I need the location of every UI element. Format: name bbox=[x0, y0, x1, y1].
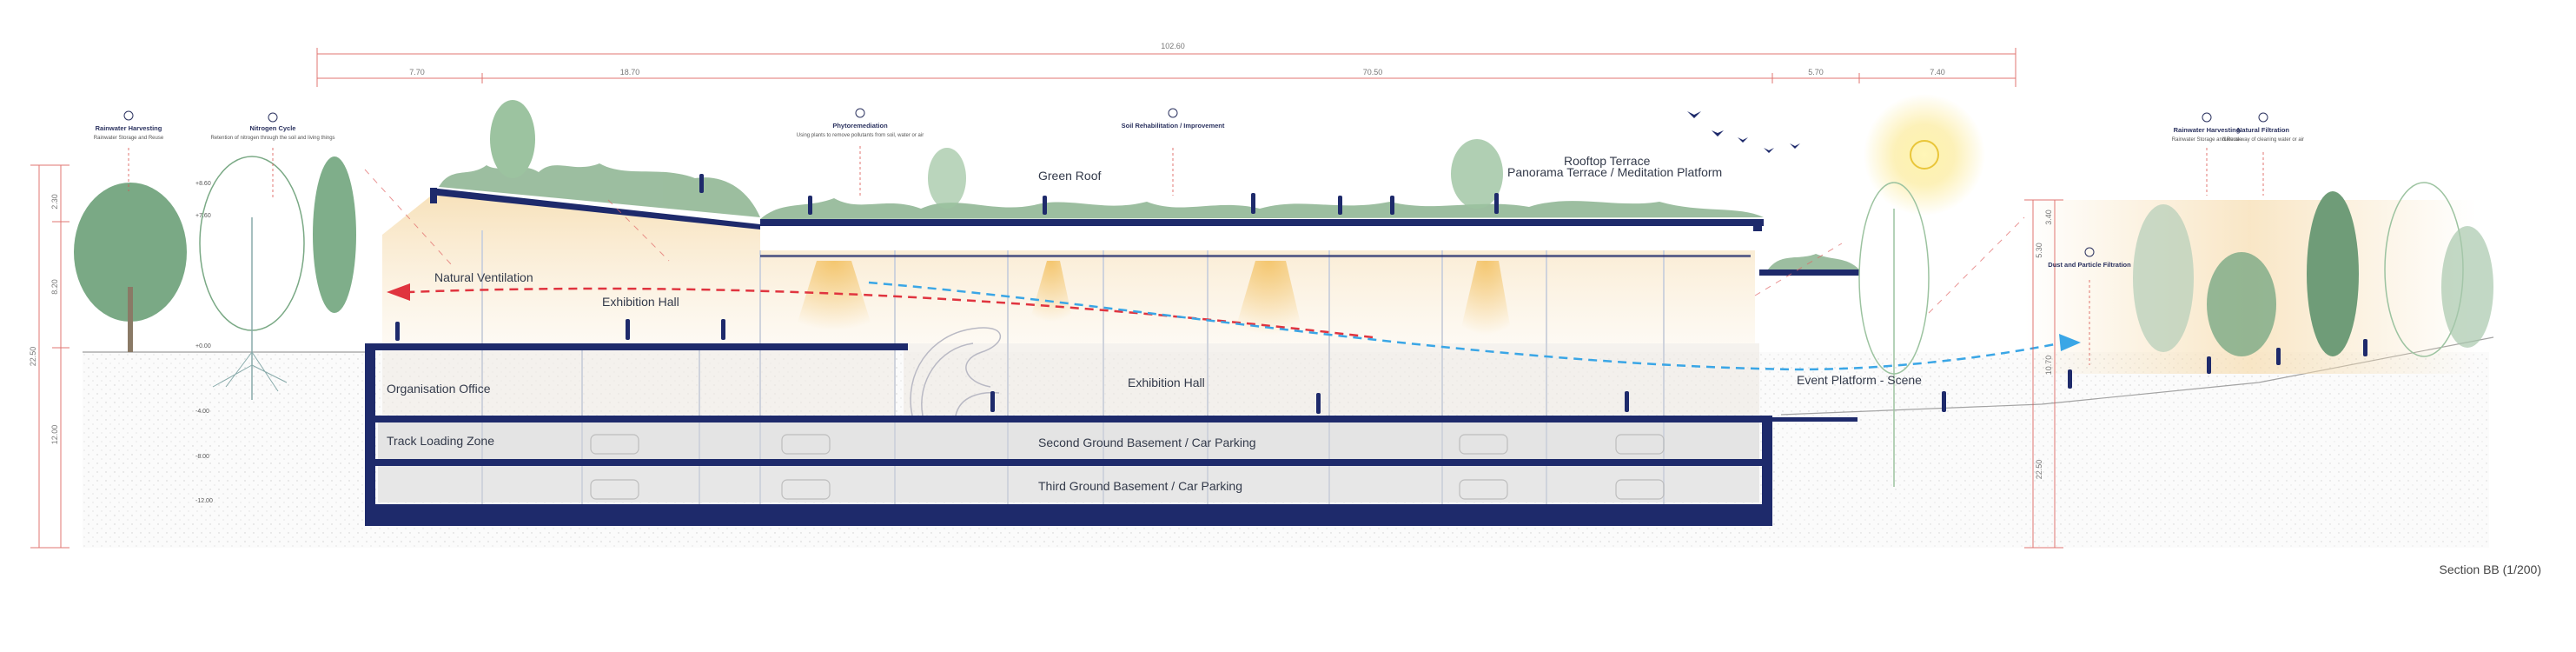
sun bbox=[1864, 94, 1985, 216]
label-exhibition-hall-upper: Exhibition Hall bbox=[602, 295, 679, 309]
note-title: Rainwater Harvesting bbox=[2174, 126, 2241, 134]
trees-left bbox=[74, 156, 356, 400]
label-natural-ventilation: Natural Ventilation bbox=[434, 270, 533, 284]
label-track-loading-zone: Track Loading Zone bbox=[387, 434, 494, 448]
vertical-dimension: 22.50 bbox=[29, 347, 37, 367]
label-third-basement: Third Ground Basement / Car Parking bbox=[1038, 479, 1242, 493]
annotation-icons bbox=[123, 108, 2268, 257]
label-rooftop-terrace: Rooftop Terrace bbox=[1564, 154, 1651, 168]
label-organisation-office: Organisation Office bbox=[387, 382, 491, 396]
vertical-dimension: 8.20 bbox=[50, 279, 59, 295]
ventilation-warm-arrowhead bbox=[387, 283, 410, 301]
note-text: Rainwater Storage and Reuse bbox=[94, 136, 164, 141]
note-title: Phytoremediation bbox=[832, 122, 888, 130]
ventilation-cool-arrowhead bbox=[2059, 334, 2081, 351]
vertical-dimension: 3.40 bbox=[2044, 210, 2053, 225]
parked-cars bbox=[590, 434, 1665, 500]
dimension-segment: 18.70 bbox=[620, 68, 640, 77]
note-title: Dust and Particle Filtration bbox=[2048, 261, 2131, 269]
roof-planting bbox=[439, 163, 1859, 269]
vertical-dimension: 5.30 bbox=[2035, 243, 2043, 258]
note-text: Natural way of cleaning water or air bbox=[2222, 137, 2304, 143]
vertical-dimension: 10.70 bbox=[2044, 356, 2053, 376]
light-cones bbox=[795, 261, 1512, 335]
level-mark: +7.60 bbox=[195, 213, 211, 219]
top-dimensions bbox=[316, 48, 2016, 87]
label-event-platform: Event Platform - Scene bbox=[1797, 373, 1922, 387]
people bbox=[395, 174, 2367, 414]
note-title: Natural Filtration bbox=[2237, 126, 2289, 134]
trees-right bbox=[1858, 182, 2493, 487]
birds bbox=[1687, 111, 1800, 153]
label-exhibition-hall-lower: Exhibition Hall bbox=[1128, 376, 1205, 389]
vertical-dimension: 2.30 bbox=[50, 194, 59, 210]
dimension-segment: 7.40 bbox=[1930, 68, 1945, 77]
annotation-leaders bbox=[128, 146, 2264, 365]
level-mark: -4.00 bbox=[195, 409, 209, 415]
level-mark: -8.00 bbox=[195, 454, 209, 460]
note-title: Rainwater Harvesting bbox=[96, 124, 162, 132]
roof-trees bbox=[490, 100, 1503, 209]
note-title: Soil Rehabilitation / Improvement bbox=[1122, 122, 1225, 130]
ventilation-arrows bbox=[387, 281, 2081, 371]
note-text: Retention of nitrogen through the soil a… bbox=[210, 136, 334, 141]
dimension-segment: 70.50 bbox=[1363, 68, 1383, 77]
vertical-dimension: 22.50 bbox=[2035, 460, 2043, 480]
vertical-dimension: 12.00 bbox=[50, 425, 59, 445]
label-green-roof: Green Roof bbox=[1038, 169, 1101, 183]
building-structure bbox=[365, 188, 1859, 526]
level-mark: -12.00 bbox=[195, 498, 213, 504]
ventilation-warm-arrow bbox=[407, 287, 1374, 339]
label-second-basement: Second Ground Basement / Car Parking bbox=[1038, 436, 1256, 449]
right-vertical-dimensions bbox=[2024, 199, 2063, 549]
sun-angle-lines bbox=[364, 169, 2025, 314]
level-mark: +0.00 bbox=[195, 343, 211, 349]
overall-dimension: 102.60 bbox=[1161, 42, 1185, 50]
dimension-segment: 5.70 bbox=[1808, 68, 1824, 77]
building-interior bbox=[378, 193, 1759, 502]
note-title: Nitrogen Cycle bbox=[250, 124, 296, 132]
ventilation-cool-arrow bbox=[868, 281, 2060, 371]
note-text: Rainwater Storage and Reuse bbox=[2172, 137, 2242, 143]
level-marks: +8.60 +7.60 +0.00 -4.00 -8.00 -12.00 bbox=[195, 181, 213, 504]
left-vertical-dimensions bbox=[30, 164, 70, 549]
section-caption: Section BB (1/200) bbox=[2439, 562, 2541, 576]
level-mark: +8.60 bbox=[195, 181, 211, 187]
note-text: Using plants to remove pollutants from s… bbox=[797, 133, 924, 138]
dimension-segment: 7.70 bbox=[409, 68, 425, 77]
label-panorama-terrace: Panorama Terrace / Meditation Platform bbox=[1507, 165, 1722, 179]
